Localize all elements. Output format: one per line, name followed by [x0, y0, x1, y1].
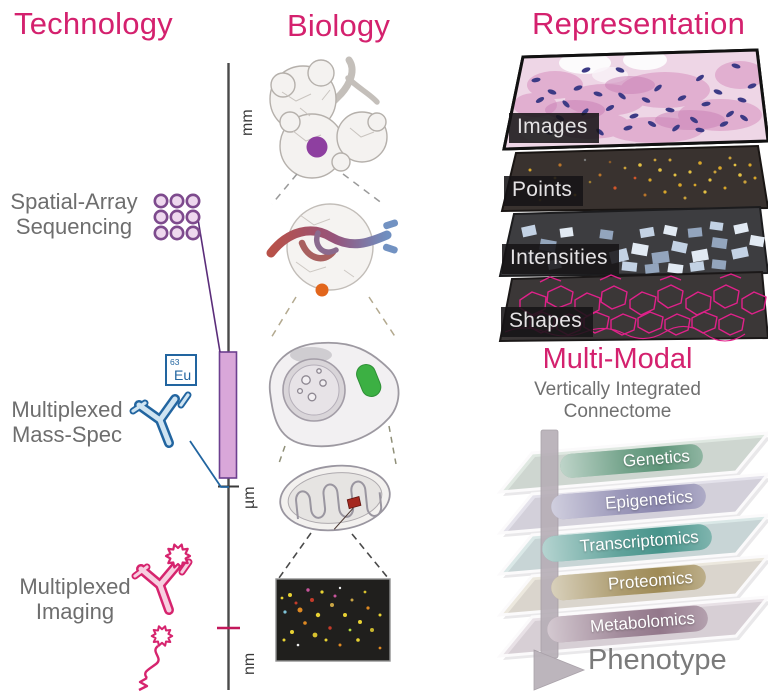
biology-header: Biology [287, 8, 391, 43]
scale-range-bar [218, 351, 238, 479]
fluorescent-antibody-icon [131, 558, 193, 615]
cell-illustration [268, 341, 400, 448]
multimodal-subtitle: Vertically Integrated Connectome [534, 379, 701, 422]
oligo-squiggle-tail [138, 676, 149, 692]
scale-unit-nm: nm [241, 653, 258, 675]
zoom-dashes-1 [271, 173, 384, 205]
multimodal-title: Multi-Modal [542, 343, 693, 375]
fluorophore-star-icon [164, 543, 192, 569]
metal-tagged-antibody-icon [129, 391, 192, 448]
omics-ribbon-label: Proteomics [607, 567, 694, 594]
alveolus-vasculature-illustration [266, 203, 399, 297]
layer-label-images: Images [509, 113, 599, 143]
intensities-plane [498, 205, 768, 278]
mass-spec-connector-line [189, 440, 229, 488]
technology-scale-axis: mm µm nm 63 Eu [129, 63, 258, 692]
fluorescence-micrograph [275, 578, 391, 662]
technology-item-label-imaging: Multiplexed Imaging [19, 574, 131, 624]
alveoli-illustration [269, 56, 388, 179]
phenotype-label: Phenotype [588, 644, 727, 676]
layer-label-shapes: Shapes [501, 307, 594, 337]
spatial-array-connector-line [196, 212, 221, 353]
imaging-region-marker [346, 495, 362, 510]
omics-ribbon-label: Metabolomics [589, 608, 696, 636]
technology-item-label-spatial-array: Spatial-Array Sequencing [10, 189, 138, 239]
omics-ribbon-label: Genetics [622, 446, 691, 471]
zoom-dashes-2 [270, 296, 397, 339]
technology-header: Technology [14, 6, 173, 41]
omics-ribbon-label: Epigenetics [604, 486, 694, 513]
oligo-probe-star-icon [150, 625, 174, 647]
layer-label-points: Points [504, 176, 584, 206]
isotope-eu-box: 63 Eu [165, 354, 197, 386]
scale-unit-mm: mm [239, 109, 256, 136]
isotope-symbol-label: Eu [174, 367, 191, 383]
layer-label-intensities: Intensities [502, 244, 619, 274]
spatial-array-region-dot [306, 136, 328, 158]
mitochondrion-illustration [279, 464, 391, 532]
scale-unit-um: µm [241, 486, 258, 509]
spot-array-icon [153, 193, 201, 241]
highlighted-organelle [356, 363, 382, 397]
biology-column-art [266, 56, 400, 662]
zoom-dashes-3 [277, 425, 397, 467]
technology-item-label-mass-spec: Multiplexed Mass-Spec [11, 397, 123, 447]
oligo-squiggle-icon [144, 645, 160, 679]
zoom-dashes-4 [278, 532, 389, 579]
mass-spec-region-dot [315, 283, 329, 297]
isotope-mass-label: 63 [170, 357, 180, 367]
representation-header: Representation [532, 6, 746, 41]
